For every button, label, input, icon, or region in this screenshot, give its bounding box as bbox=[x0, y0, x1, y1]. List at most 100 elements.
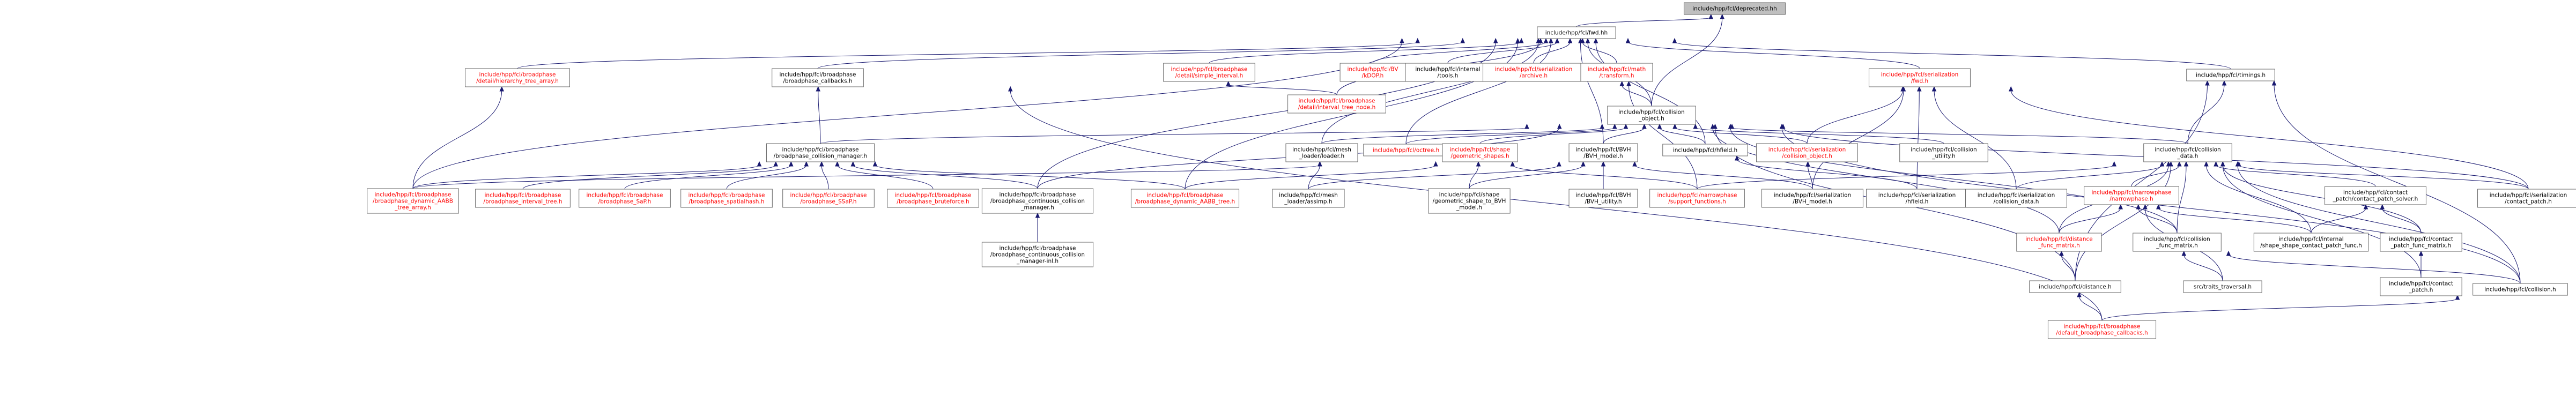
node-dynamic_aabb_tree[interactable]: include/hpp/fcl/broadphase/broadphase_dy… bbox=[1130, 189, 1240, 208]
node-label-bvh_utility-line-1: /BVH_utility.h bbox=[1585, 199, 1622, 205]
node-narrowphase[interactable]: include/hpp/fcl/narrowphase/narrowphase.… bbox=[2084, 186, 2179, 205]
node-label-ser_collision_data-line-0: include/hpp/fcl/serialization bbox=[1978, 192, 2055, 199]
node-label-continuous_manager-line-2: _manager.h bbox=[1020, 205, 1054, 211]
edge-collision-to-timings bbox=[2271, 80, 2521, 284]
node-interval_tree_node[interactable]: include/hpp/fcl/broadphase/detail/interv… bbox=[1287, 94, 1386, 114]
node-label-shape_to_bvh-line-1: /geometric_shape_to_BVH bbox=[1433, 198, 1506, 205]
node-label-bv_kdop-line-0: include/hpp/fcl/BV bbox=[1347, 66, 1398, 73]
node-shape_shape_contact[interactable]: include/hpp/fcl/internal/shape_shape_con… bbox=[2253, 233, 2369, 252]
node-fwd[interactable]: include/hpp/fcl/fwd.hh bbox=[1537, 26, 1616, 39]
node-interval_tree[interactable]: include/hpp/fcl/broadphase/broadphase_in… bbox=[475, 189, 571, 208]
node-hierarchy_tree_array[interactable]: include/hpp/fcl/broadphase/detail/hierar… bbox=[465, 68, 570, 87]
node-label-continuous_manager_inl-line-2: _manager-inl.h bbox=[1016, 258, 1058, 265]
node-bruteforce[interactable]: include/hpp/fcl/broadphase/broadphase_br… bbox=[887, 189, 979, 208]
edge-ser_archive-to-fwd bbox=[1533, 38, 1573, 64]
edge-timings-to-fwd bbox=[1672, 38, 2231, 70]
node-dynamic_aabb_tree_array[interactable]: include/hpp/fcl/broadphase/broadphase_dy… bbox=[367, 188, 459, 214]
node-math_transform[interactable]: include/hpp/fcl/math/transform.h bbox=[1580, 63, 1653, 82]
node-support_functions[interactable]: include/hpp/fcl/narrowphase/support_func… bbox=[1649, 189, 1745, 208]
edge-shape_shape_contact-to-contact_patch_solver bbox=[2311, 204, 2368, 234]
node-collision_utility[interactable]: include/hpp/fcl/collision_utility.h bbox=[1899, 143, 1988, 162]
edge-dynamic_aabb_tree-to-fwd bbox=[1185, 38, 1520, 190]
edge-contact_patch_func_matrix-to-contact_patch_solver bbox=[2380, 204, 2422, 234]
edge-shape_to_bvh-to-geometric_shapes bbox=[1469, 161, 1481, 189]
node-traits_traversal[interactable]: src/traits_traversal.h bbox=[2183, 280, 2262, 293]
node-contact_patch_func_matrix[interactable]: include/hpp/fcl/contact_patch_func_matri… bbox=[2380, 233, 2462, 252]
node-bv_kdop[interactable]: include/hpp/fcl/BV/kDOP.h bbox=[1339, 63, 1406, 82]
node-label-continuous_manager_inl-line-1: /broadphase_continuous_collision bbox=[990, 252, 1085, 258]
node-label-default_callbacks-line-1: /default_broadphase_callbacks.h bbox=[2056, 330, 2148, 337]
edge-contact_patch-to-collision_data bbox=[2220, 161, 2422, 278]
node-collision_func_matrix[interactable]: include/hpp/fcl/collision_func_matrix.h bbox=[2133, 233, 2222, 252]
node-label-bruteforce-line-0: include/hpp/fcl/broadphase bbox=[895, 192, 972, 199]
node-label-broadphase_callbacks-line-0: include/hpp/fcl/broadphase bbox=[780, 72, 856, 78]
node-ser_bvh_model[interactable]: include/hpp/fcl/serialization/BVH_model.… bbox=[1761, 189, 1863, 208]
edge-shape_to_bvh-to-bvh_model bbox=[1469, 161, 1586, 189]
node-label-ser_archive-line-1: /archive.h bbox=[1520, 73, 1548, 79]
edge-mesh_loader-to-fwd bbox=[1321, 38, 1541, 144]
node-continuous_manager_inl[interactable]: include/hpp/fcl/broadphase/broadphase_co… bbox=[981, 242, 1094, 267]
node-label-simple_interval-line-0: include/hpp/fcl/broadphase bbox=[1171, 66, 1248, 73]
node-broadphase_callbacks[interactable]: include/hpp/fcl/broadphase/broadphase_ca… bbox=[772, 68, 864, 87]
edge-bvh_model-to-fwd bbox=[1578, 38, 1604, 144]
node-ser_fwd[interactable]: include/hpp/fcl/serialization/fwd.h bbox=[1869, 68, 1971, 87]
edge-octree-to-collision_object bbox=[1405, 123, 1617, 145]
node-contact_patch[interactable]: include/hpp/fcl/contact_patch.h bbox=[2380, 277, 2462, 296]
edge-ssap-to-collision_manager bbox=[819, 161, 829, 190]
node-collision[interactable]: include/hpp/fcl/collision.h bbox=[2473, 283, 2568, 296]
node-geometric_shapes[interactable]: include/hpp/fcl/shape/geometric_shapes.h bbox=[1442, 143, 1518, 162]
node-bvh_utility[interactable]: include/hpp/fcl/BVH/BVH_utility.h bbox=[1568, 189, 1638, 208]
node-label-ser_fwd-line-1: /fwd.h bbox=[1911, 78, 1928, 85]
node-deprecated: include/hpp/fcl/deprecated.hh bbox=[1684, 2, 1786, 15]
node-collision_manager[interactable]: include/hpp/fcl/broadphase/broadphase_co… bbox=[766, 143, 875, 162]
node-label-collision_utility-line-0: include/hpp/fcl/collision bbox=[1911, 147, 1977, 153]
edge-ser_bvh_model-to-ser_collision_object bbox=[1805, 161, 1813, 190]
node-ser_archive[interactable]: include/hpp/fcl/serialization/archive.h bbox=[1483, 63, 1585, 82]
node-distance[interactable]: include/hpp/fcl/distance.h bbox=[2029, 280, 2121, 293]
node-contact_patch_solver[interactable]: include/hpp/fcl/contact_patch/contact_pa… bbox=[2325, 186, 2426, 205]
node-continuous_manager[interactable]: include/hpp/fcl/broadphase/broadphase_co… bbox=[981, 188, 1094, 214]
node-mesh_loader[interactable]: include/hpp/fcl/mesh_loader/loader.h bbox=[1285, 143, 1358, 162]
node-label-dynamic_aabb_tree_array-line-0: include/hpp/fcl/broadphase bbox=[375, 192, 451, 198]
node-label-narrowphase-line-1: /narrowphase.h bbox=[2109, 196, 2153, 203]
node-simple_interval[interactable]: include/hpp/fcl/broadphase/detail/simple… bbox=[1163, 63, 1255, 82]
node-ser_contact_patch[interactable]: include/hpp/fcl/serialization/contact_pa… bbox=[2477, 189, 2576, 208]
edge-hfield-to-fwd bbox=[1593, 38, 1706, 145]
edge-dynamic_aabb_tree_array-to-geometric_shapes bbox=[412, 161, 1322, 189]
node-label-shape_shape_contact-line-1: /shape_shape_contact_patch_func.h bbox=[2260, 243, 2362, 249]
node-distance_func_matrix[interactable]: include/hpp/fcl/distance_func_matrix.h bbox=[2016, 233, 2102, 252]
node-ser_collision_data[interactable]: include/hpp/fcl/serialization/collision_… bbox=[1965, 189, 2067, 208]
node-timings[interactable]: include/hpp/fcl/timings.h bbox=[2186, 69, 2275, 81]
node-ser_collision_object[interactable]: include/hpp/fcl/serialization/collision_… bbox=[1756, 143, 1858, 162]
node-internal_tools[interactable]: include/hpp/fcl/internal/tools.h bbox=[1405, 63, 1491, 82]
node-default_callbacks[interactable]: include/hpp/fcl/broadphase/default_broad… bbox=[2047, 320, 2157, 339]
node-label-broadphase_callbacks-line-1: /broadphase_callbacks.h bbox=[783, 78, 852, 85]
node-octree[interactable]: include/hpp/fcl/octree.h bbox=[1363, 144, 1449, 156]
node-label-geometric_shapes-line-1: /geometric_shapes.h bbox=[1450, 153, 1509, 160]
node-label-ser_bvh_model-line-0: include/hpp/fcl/serialization bbox=[1774, 192, 1852, 199]
edge-ser_contact_patch-to-ser_fwd bbox=[2008, 86, 2529, 190]
node-label-distance-line-0: include/hpp/fcl/distance.h bbox=[2039, 284, 2112, 290]
edge-ser_collision_data-to-collision_data bbox=[2016, 161, 2165, 190]
node-label-dynamic_aabb_tree-line-0: include/hpp/fcl/broadphase bbox=[1147, 192, 1224, 199]
node-collision_object[interactable]: include/hpp/fcl/collision_object.h bbox=[1607, 106, 1696, 125]
node-ssap[interactable]: include/hpp/fcl/broadphase/broadphase_SS… bbox=[782, 189, 875, 208]
edge-collision_utility-to-collision_object bbox=[1693, 123, 1944, 144]
node-label-interval_tree_node-line-0: include/hpp/fcl/broadphase bbox=[1299, 98, 1375, 104]
node-spatialhash[interactable]: include/hpp/fcl/broadphase/broadphase_sp… bbox=[680, 189, 773, 208]
node-ser_hfield[interactable]: include/hpp/fcl/serialization/hfield.h bbox=[1866, 189, 1968, 208]
node-hfield[interactable]: include/hpp/fcl/hfield.h bbox=[1662, 144, 1748, 156]
node-sap[interactable]: include/hpp/fcl/broadphase/broadphase_Sa… bbox=[579, 189, 671, 208]
node-assimp[interactable]: include/hpp/fcl/mesh_loader/assimp.h bbox=[1272, 189, 1345, 208]
nodes-layer: include/hpp/fcl/deprecated.hh include/hpp… bbox=[367, 2, 2576, 339]
node-shape_to_bvh[interactable]: include/hpp/fcl/shape/geometric_shape_to… bbox=[1428, 188, 1511, 214]
node-bvh_model[interactable]: include/hpp/fcl/BVH/BVH_model.h bbox=[1568, 143, 1638, 162]
node-collision_data[interactable]: include/hpp/fcl/collision_data.h bbox=[2143, 143, 2232, 162]
edge-sap-to-collision_manager bbox=[624, 161, 794, 190]
node-label-narrowphase-line-0: include/hpp/fcl/narrowphase bbox=[2091, 190, 2171, 196]
node-label-bruteforce-line-1: /broadphase_bruteforce.h bbox=[897, 199, 969, 205]
edge-dynamic_aabb_tree-to-collision_manager bbox=[872, 161, 1186, 190]
node-label-contact_patch_solver-line-0: include/hpp/fcl/contact bbox=[2343, 190, 2408, 196]
node-label-bvh_utility-line-0: include/hpp/fcl/BVH bbox=[1576, 192, 1631, 199]
node-label-support_functions-line-0: include/hpp/fcl/narrowphase bbox=[1657, 192, 1737, 199]
